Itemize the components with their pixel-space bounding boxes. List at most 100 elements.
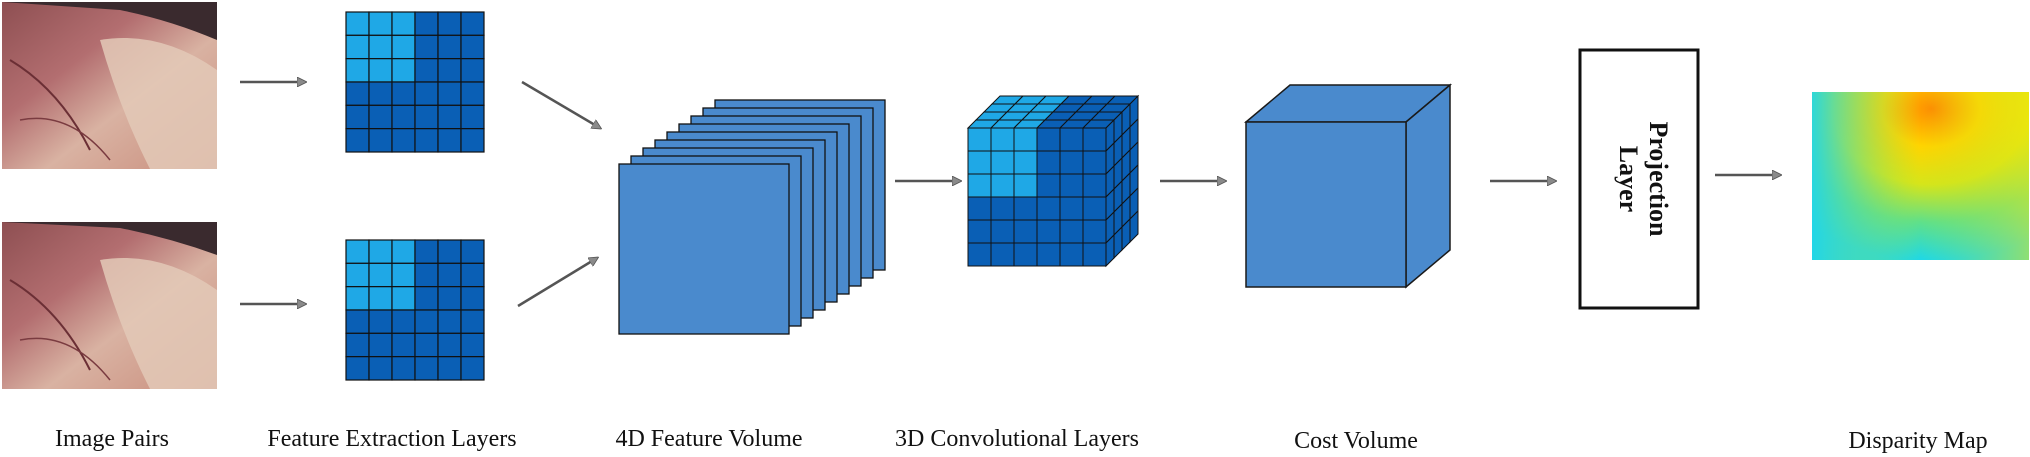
grid-cell [415,240,438,263]
grid-cell [369,287,392,310]
grid-cell [415,333,438,356]
grid-cell [392,240,415,263]
grid-cell [369,240,392,263]
cube-front-cell [968,174,991,197]
cube-front-cell [991,243,1014,266]
grid-cell [346,263,369,286]
grid-cell [369,263,392,286]
grid-cell [438,35,461,58]
cube-front-cell [1083,220,1106,243]
input-image-bottom [2,222,217,389]
label-3d-conv-layers: 3D Convolutional Layers [895,426,1139,452]
grid-cell [369,333,392,356]
grid-cell [415,12,438,35]
cube-front-cell [1037,197,1060,220]
grid-cell [392,82,415,105]
grid-cell [461,35,484,58]
cube-front-cell [1037,174,1060,197]
cube-front-cell [1014,197,1037,220]
label-feature-extraction: Feature Extraction Layers [267,426,516,452]
grid-cell [392,129,415,152]
grid-cell [369,82,392,105]
grid-cell [346,287,369,310]
cube-front-cell [1083,174,1106,197]
grid-cell [346,12,369,35]
grid-cell [369,35,392,58]
grid-cell [461,12,484,35]
cube-front-cell [1060,151,1083,174]
grid-cell [415,129,438,152]
cube-front-cell [1060,197,1083,220]
cube-front-cell [1037,220,1060,243]
disparity-map-image [1812,92,2029,260]
grid-cell [438,357,461,380]
grid-cell [415,357,438,380]
grid-cell [392,263,415,286]
grid-cell [438,12,461,35]
grid-cell [461,310,484,333]
volume-frame [619,164,789,334]
label-disparity-map: Disparity Map [1848,428,1987,454]
grid-cell [392,333,415,356]
grid-cell [369,105,392,128]
grid-cell [346,82,369,105]
grid-cell [438,59,461,82]
cube-front-cell [1060,174,1083,197]
grid-cell [392,35,415,58]
grid-cell [346,35,369,58]
grid-cell [415,310,438,333]
grid-cell [415,35,438,58]
arrow-features-bottom-to-volume-icon [518,258,597,306]
cube-front-cell [1060,220,1083,243]
grid-cell [415,105,438,128]
cube-front-cell [1060,243,1083,266]
projection-layer-box: Projection Layer [1580,50,1698,308]
grid-cell [461,105,484,128]
arrow-features-top-to-volume-icon [522,82,600,128]
grid-cell [461,129,484,152]
grid-cell [438,82,461,105]
grid-cell [346,129,369,152]
cube-front-cell [968,128,991,151]
feature-grid-bottom [346,240,484,380]
cube-front-cell [1083,151,1106,174]
grid-cell [461,357,484,380]
grid-cell [369,12,392,35]
grid-cell [438,310,461,333]
cube-front-cell [1037,243,1060,266]
grid-cell [438,240,461,263]
grid-cell [392,59,415,82]
cube-front-cell [1014,220,1037,243]
cube-front-cell [968,220,991,243]
grid-cell [415,82,438,105]
grid-cell [346,105,369,128]
grid-cell [415,263,438,286]
cube-front-cell [991,151,1014,174]
cube-front-cell [1060,128,1083,151]
cube-front-cell [1083,243,1106,266]
projection-label-line1: Projection [1644,121,1673,237]
grid-cell [346,240,369,263]
cube-front-cell [1037,128,1060,151]
grid-cell [415,287,438,310]
cube-front-cell [1014,151,1037,174]
grid-cell [369,129,392,152]
feature-grid-top [346,12,484,152]
cube-front-cell [968,243,991,266]
input-image-top [2,2,217,169]
grid-cell [438,333,461,356]
grid-cell [461,263,484,286]
cube-front-cell [968,151,991,174]
projection-label-line2: Layer [1614,146,1643,212]
grid-cell [369,310,392,333]
cube-front-cell [968,197,991,220]
grid-cell [369,357,392,380]
grid-cell [461,82,484,105]
cube-front-cell [991,174,1014,197]
cube-front-cell [1014,243,1037,266]
cost-volume-cube [1246,85,1450,287]
cube-front-cell [991,197,1014,220]
grid-cell [392,287,415,310]
grid-cell [346,333,369,356]
